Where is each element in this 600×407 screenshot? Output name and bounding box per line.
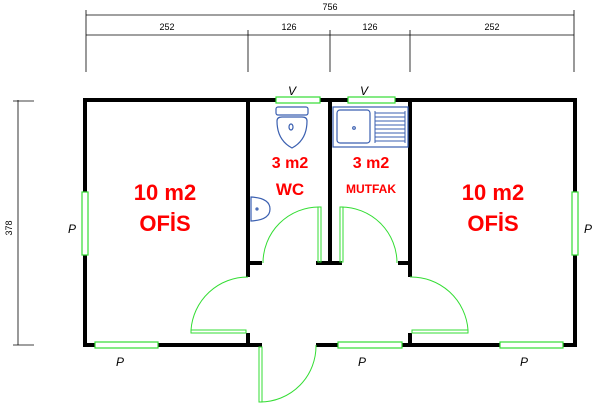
window-left (81, 191, 89, 256)
window-label: P (520, 355, 528, 369)
washbasin-icon (250, 196, 271, 222)
window-bottom-3 (499, 341, 564, 349)
total-width-label: 756 (322, 2, 337, 12)
kitchen-sink-icon (332, 106, 409, 148)
window-bottom-2 (337, 341, 403, 349)
door-kitchen (339, 206, 398, 264)
door-entrance (258, 344, 317, 403)
room-name-office-left: OFİS (139, 211, 190, 236)
window-kitchen (347, 96, 396, 104)
room-area-office-right: 10 m2 (462, 180, 524, 205)
width-segment-2: 126 (281, 22, 296, 32)
window-label: P (68, 222, 76, 236)
window-bottom-1 (94, 341, 159, 349)
window-label: P (584, 222, 592, 236)
window-wc (275, 96, 321, 104)
window-right (571, 191, 579, 256)
room-name-wc: WC (276, 180, 304, 199)
door-wc (262, 206, 322, 264)
room-name-office-right: OFİS (467, 211, 518, 236)
window-label: P (358, 355, 366, 369)
width-segment-4: 252 (484, 22, 499, 32)
room-area-office-left: 10 m2 (134, 180, 196, 205)
room-area-kitchen: 3 m2 (353, 155, 390, 172)
dimension-lines (13, 10, 575, 346)
height-label: 378 (4, 220, 14, 235)
width-segment-3: 126 (362, 22, 377, 32)
window-label: V (360, 84, 369, 98)
room-area-wc: 3 m2 (272, 155, 309, 172)
window-label: P (116, 355, 124, 369)
window-label: V (288, 84, 297, 98)
width-segment-1: 252 (159, 22, 174, 32)
toilet-icon (275, 106, 309, 149)
door-left-office (190, 276, 249, 334)
room-name-kitchen: MUTFAK (346, 182, 396, 196)
door-right-office (409, 276, 469, 334)
